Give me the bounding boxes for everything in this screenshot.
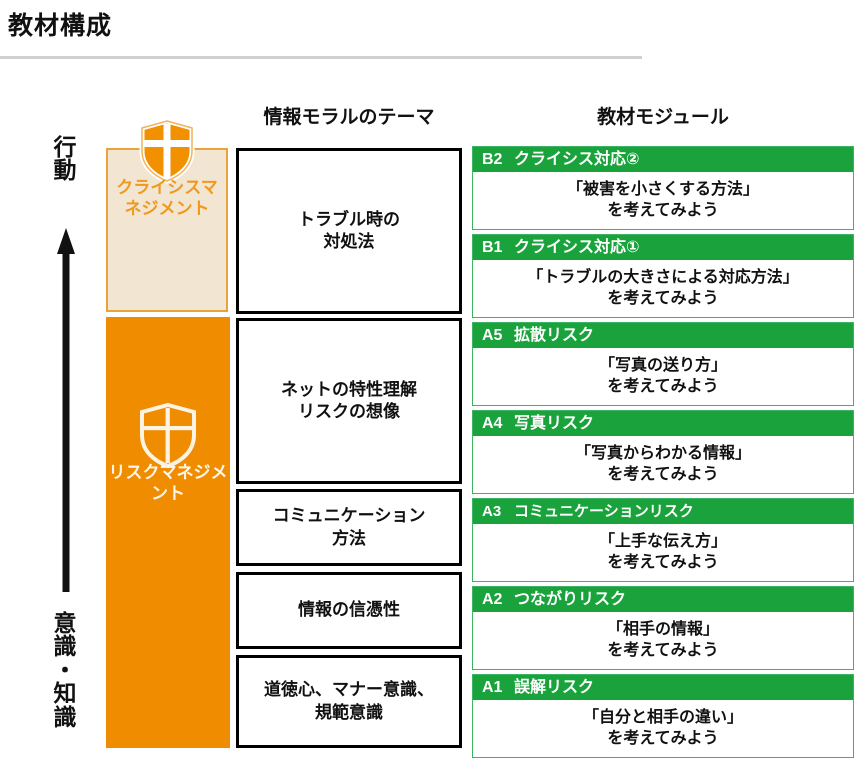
module-title: つながりリスク [514,591,627,608]
module-body: 「相手の情報」を考えてみよう [606,621,719,659]
module-title: 誤解リスク [514,679,595,696]
module-card[interactable]: B1 クライシス対応① 「トラブルの大きさによる対応方法」を考えてみよう [472,234,854,318]
category-risk-label: リスクマネジメント [108,463,228,503]
category-crisis-management[interactable]: クライシスマネジメント [106,118,228,312]
theme-box[interactable]: コミュニケーション方法 [236,489,462,566]
shield-icon [138,118,196,189]
theme-label: トラブル時の対処法 [298,209,400,251]
theme-label: ネットの特性理解リスクの想像 [281,379,417,421]
module-code: A2 [482,591,503,608]
module-card[interactable]: A3 コミュニケーションリスク 「上手な伝え方」を考えてみよう [472,498,854,582]
module-body: 「上手な伝え方」を考えてみよう [598,533,727,571]
module-header: A3 コミュニケーションリスク [473,499,853,524]
module-header: A2 つながりリスク [473,587,853,612]
module-code: A1 [482,679,503,696]
page-title: 教材構成 [8,12,113,40]
title-divider [0,56,642,59]
module-title: 拡散リスク [514,327,595,344]
module-code: A4 [482,415,503,432]
module-body: 「被害を小さくする方法」を考えてみよう [566,181,759,219]
module-code: A5 [482,327,503,344]
theme-box[interactable]: 道徳心、マナー意識、規範意識 [236,655,462,748]
column-heading-module: 教材モジュール [597,107,729,128]
axis-label-awareness: 意識・知識 [53,610,77,730]
module-code: B2 [482,151,503,168]
module-title: クライシス対応① [514,239,640,256]
module-body: 「写真の送り方」を考えてみよう [598,357,727,395]
category-crisis-label: クライシスマネジメント [116,178,218,218]
shield-icon [137,401,199,474]
module-body: 「写真からわかる情報」を考えてみよう [574,445,751,483]
axis-label-behavior: 行動 [53,134,77,184]
module-body: 「自分と相手の違い」を考えてみよう [582,709,743,747]
module-header: A1 誤解リスク [473,675,853,700]
column-heading-theme: 情報モラルのテーマ [263,107,435,128]
theme-box[interactable]: ネットの特性理解リスクの想像 [236,318,462,484]
module-header: A5 拡散リスク [473,323,853,348]
module-code: A3 [482,503,502,520]
category-risk-management[interactable]: リスクマネジメント [106,317,230,748]
module-title: クライシス対応② [514,151,640,168]
module-code: B1 [482,239,503,256]
module-title: コミュニケーションリスク [514,503,694,520]
module-card[interactable]: A2 つながりリスク 「相手の情報」を考えてみよう [472,586,854,670]
axis-arrow-up-icon [57,228,75,592]
module-body: 「トラブルの大きさによる対応方法」を考えてみよう [527,269,799,307]
module-title: 写真リスク [514,415,595,432]
module-card[interactable]: A5 拡散リスク 「写真の送り方」を考えてみよう [472,322,854,406]
theme-label: 情報の信憑性 [298,600,400,620]
module-card[interactable]: A1 誤解リスク 「自分と相手の違い」を考えてみよう [472,674,854,758]
module-header: B1 クライシス対応① [473,235,853,260]
theme-label: 道徳心、マナー意識、規範意識 [264,680,434,722]
module-card[interactable]: A4 写真リスク 「写真からわかる情報」を考えてみよう [472,410,854,494]
module-header: B2 クライシス対応② [473,147,853,172]
theme-box[interactable]: トラブル時の対処法 [236,148,462,314]
theme-box[interactable]: 情報の信憑性 [236,572,462,649]
theme-label: コミュニケーション方法 [272,506,426,548]
module-card[interactable]: B2 クライシス対応② 「被害を小さくする方法」を考えてみよう [472,146,854,230]
module-header: A4 写真リスク [473,411,853,436]
